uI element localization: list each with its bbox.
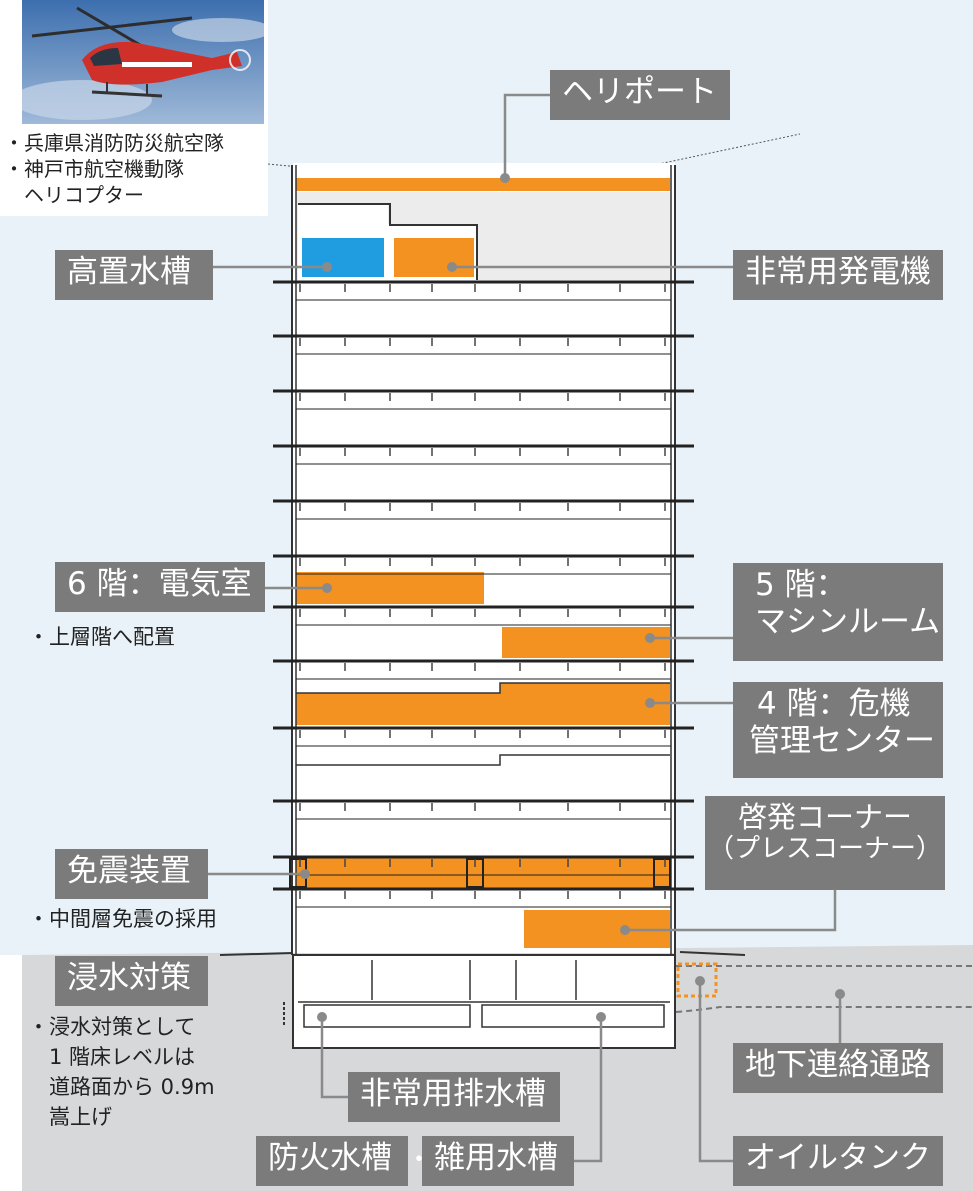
crisis-center-block-1 [296,693,500,725]
misc-water-label: 雑用水槽 [422,1136,574,1186]
crisis-center-label-line1: 4 階：危機 [757,686,911,722]
heliport-label: ヘリポート [550,70,730,120]
isolation-bearing-icon [653,858,671,888]
ground-area [22,945,973,1191]
building-body [293,163,675,953]
press-corner-label-line2: （プレスコーナー） [707,834,942,865]
oil-tank-label: オイルタンク [733,1136,943,1186]
crisis-center-label-line2: 管理センター [749,722,935,759]
flood-note-1: ・浸水対策として [28,1015,196,1039]
press-corner-label-line1: 啓発コーナー [737,800,912,834]
heliport-deck [296,178,670,191]
generator-block [394,238,474,277]
water-tank-label: 高置水槽 [55,250,213,300]
machine-room-label-line1: 5 階： [755,567,847,603]
press-corner-label: 啓発コーナー （プレスコーナー） [705,796,945,890]
drain-tank-cell [303,1004,471,1028]
generator-label: 非常用発電機 [733,250,943,300]
flood-note-3: 道路面から 0.9m [28,1075,215,1099]
helicopter-photo-icon [22,0,264,124]
heli-note-3: ヘリコプター [4,183,144,207]
isolation-label: 免震装置 [55,849,208,899]
electric-room-label: 6 階：電気室 [55,562,265,612]
drain-tank-label: 非常用排水槽 [348,1072,560,1122]
tunnel-outline [675,965,973,1013]
machine-room-label: 5 階： マシンルーム [733,563,943,661]
machine-room-label-line2: マシンルーム [755,603,941,640]
crisis-center-label: 4 階：危機 管理センター [733,682,943,778]
electric-note: ・上層階へ配置 [28,625,175,649]
heli-note-1: ・兵庫県消防防災航空隊 [4,131,224,155]
isolation-note: ・中間層免震の採用 [28,907,217,931]
fire-water-label: 防火水槽 [256,1136,408,1186]
crisis-center-block-2 [500,683,670,725]
heli-note-2: ・神戸市航空機動隊 [4,157,184,181]
helicopter-info-box: ・兵庫県消防防災航空隊 ・神戸市航空機動隊 ヘリコプター [0,0,268,216]
water-tank-block [302,238,384,277]
flood-note-2: 1 階床レベルは [28,1045,196,1069]
tunnel-label: 地下連絡通路 [733,1043,943,1093]
fire-water-cell [481,1004,665,1028]
machine-room-block [502,627,670,658]
flood-label: 浸水対策 [55,956,208,1006]
flood-note-4: 嵩上げ [28,1105,112,1129]
